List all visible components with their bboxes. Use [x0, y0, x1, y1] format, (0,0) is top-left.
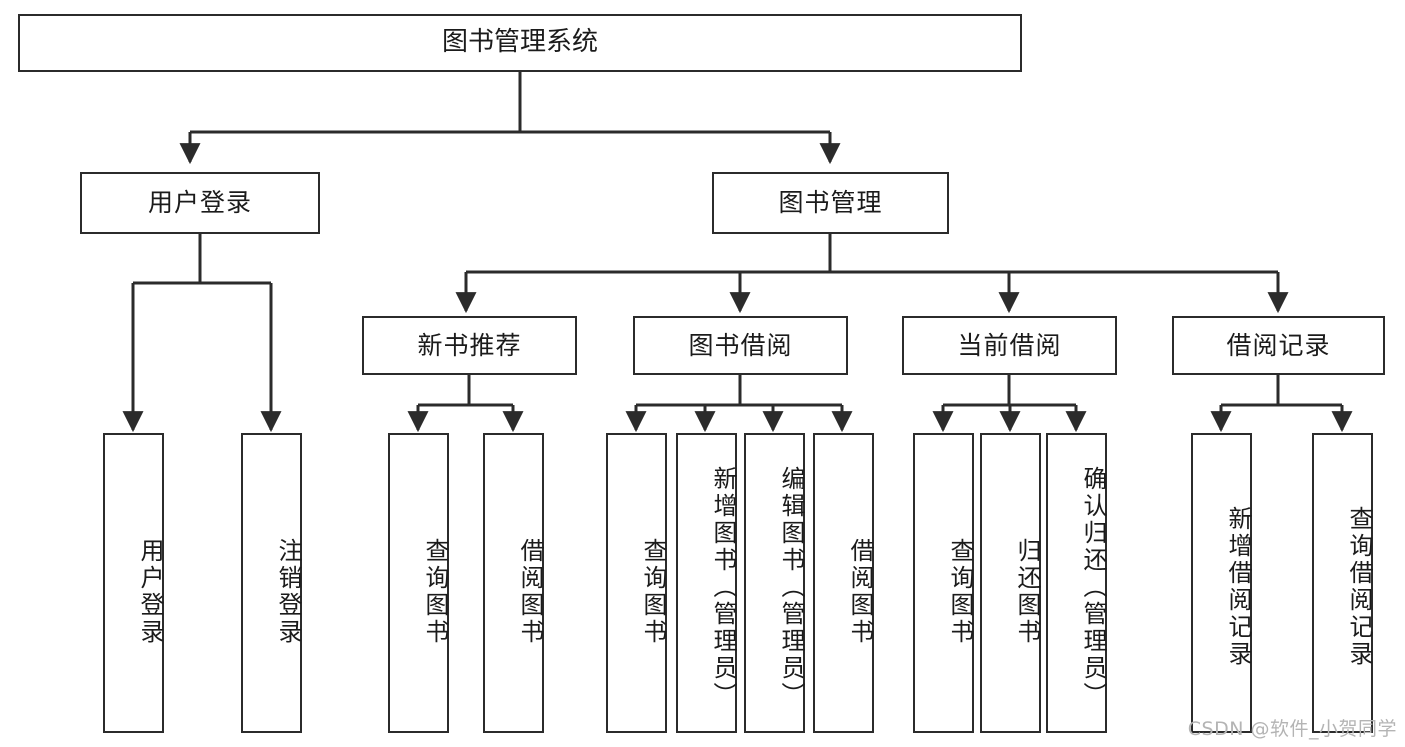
node-book-manage[interactable]: 图书管理: [712, 172, 949, 234]
node-leaf-add-book[interactable]: 新增图书（管理员）: [676, 433, 737, 733]
node-leaf-confirm-return[interactable]: 确认归还（管理员）: [1046, 433, 1107, 733]
node-current-borrow[interactable]: 当前借阅: [902, 316, 1117, 375]
node-leaf-logout[interactable]: 注销登录: [241, 433, 302, 733]
node-root[interactable]: 图书管理系统: [18, 14, 1022, 72]
node-leaf-add-record[interactable]: 新增借阅记录: [1191, 433, 1252, 733]
node-book-borrow[interactable]: 图书借阅: [633, 316, 848, 375]
node-leaf-return-book[interactable]: 归还图书: [980, 433, 1041, 733]
node-borrow-record[interactable]: 借阅记录: [1172, 316, 1385, 375]
node-new-book-recommend[interactable]: 新书推荐: [362, 316, 577, 375]
node-leaf-query-book-1[interactable]: 查询图书: [388, 433, 449, 733]
node-leaf-borrow-book-2[interactable]: 借阅图书: [813, 433, 874, 733]
node-leaf-edit-book[interactable]: 编辑图书（管理员）: [744, 433, 805, 733]
node-leaf-query-book-2[interactable]: 查询图书: [606, 433, 667, 733]
node-leaf-borrow-book-1[interactable]: 借阅图书: [483, 433, 544, 733]
node-leaf-query-record[interactable]: 查询借阅记录: [1312, 433, 1373, 733]
watermark-text: CSDN @软件_小贺同学: [1187, 718, 1397, 740]
node-leaf-user-login[interactable]: 用户登录: [103, 433, 164, 733]
node-user-login[interactable]: 用户登录: [80, 172, 320, 234]
node-leaf-query-book-3[interactable]: 查询图书: [913, 433, 974, 733]
